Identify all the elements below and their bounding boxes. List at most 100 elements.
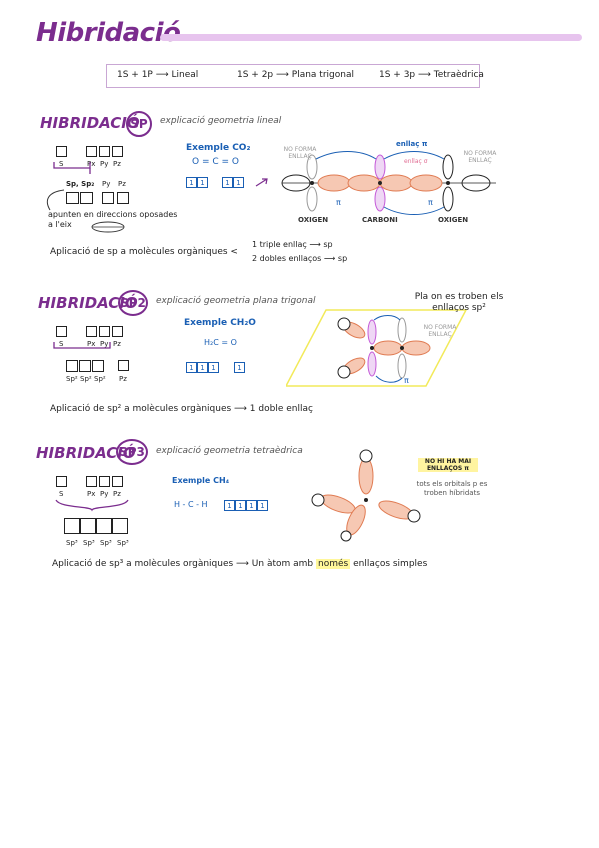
sp3-orbital-py-box xyxy=(99,476,110,487)
title-underline xyxy=(160,34,582,41)
sp2-hyb-box-pz xyxy=(118,360,129,371)
sp-hyb-box-py xyxy=(102,192,114,204)
sp-bracket xyxy=(53,162,91,174)
sp2-cell-a2: 1 xyxy=(197,362,208,373)
sp2-hyb-box-1 xyxy=(66,360,78,372)
sp-atom-oxigen-left: OXIGEN xyxy=(298,216,329,224)
sp3-orbital-pz-box xyxy=(112,476,123,487)
sp3-hyb-label-1: Sp³ xyxy=(66,539,78,547)
sp3-hyb-label-4: Sp³ xyxy=(117,539,129,547)
sp-application-line2: 2 dobles enllaços ⟶ sp xyxy=(252,254,348,263)
summary-item-trigonal: 1S + 2p ⟶ Plana trigonal xyxy=(237,70,354,80)
sp2-orbital-diagram xyxy=(286,309,468,387)
orbital-py-box xyxy=(99,146,110,157)
section-sp-title: HIBRIDACIÓ xyxy=(40,114,140,132)
sp3-cell-1: 1 xyxy=(224,500,235,511)
sp3-hyb-box-3 xyxy=(96,518,112,534)
sp2-orbital-s-box xyxy=(56,326,67,337)
sp-enllac-sigma: enllaç σ xyxy=(404,158,428,165)
sp3-cell-2: 1 xyxy=(235,500,246,511)
sp2-orbital-s-label: S xyxy=(59,340,64,348)
sp2-orbital-px-label: Px xyxy=(87,340,96,348)
sp3-hyb-box-1 xyxy=(64,518,80,534)
sp-example-formula: O = C = O xyxy=(192,157,239,167)
summary-item-tetraedrica: 1S + 3p ⟶ Tetraèdrica xyxy=(379,70,484,80)
sp2-hyb-label-2: Sp² xyxy=(80,375,92,383)
orbital-px-box xyxy=(86,146,97,157)
sp3-orbital-s-label: S xyxy=(59,490,64,498)
sp-application-line1: 1 triple enllaç ⟶ sp xyxy=(252,240,333,249)
sp3-bracket xyxy=(55,499,129,512)
sp3-hyb-label-2: Sp³ xyxy=(83,539,95,547)
sp3-example-title: Exemple CH₄ xyxy=(172,476,230,485)
sp-atom-carboni: CARBONI xyxy=(362,216,398,224)
sp2-orbital-pz-label: Pz xyxy=(113,340,121,348)
sp-hyb-box-pz xyxy=(117,192,129,204)
summary-item-lineal: 1S + 1P ⟶ Lineal xyxy=(117,70,199,80)
sp-hyb-box-1 xyxy=(66,192,79,204)
sp-pi-left: π xyxy=(336,198,341,207)
sp3-orbital-pz-label: Pz xyxy=(113,490,121,498)
sp2-pi: π xyxy=(404,376,409,385)
co2-orbital-diagram xyxy=(281,151,496,215)
sp-hyb-box-2 xyxy=(80,192,93,204)
orbital-s-box xyxy=(56,146,67,157)
sp2-cell-b1: 1 xyxy=(234,362,245,373)
sp3-orbital-py-label: Py xyxy=(100,490,109,498)
sp2-cell-a1: 1 xyxy=(186,362,197,373)
sp3-application-post: enllaços simples xyxy=(353,559,428,569)
sp3-orbital-s-box xyxy=(56,476,67,487)
sp3-hyb-label-3: Sp³ xyxy=(100,539,112,547)
sp-hyb-label: Sp, Sp₂ xyxy=(66,180,95,188)
sp2-bracket xyxy=(53,342,111,349)
section-sp3-subtitle: explicació geometria tetraèdrica xyxy=(156,446,303,456)
sp-cell-a2: 1 xyxy=(197,177,208,188)
sp3-orbital-px-label: Px xyxy=(87,490,96,498)
sp-no-forma-right: NO FORMA ENLLAÇ xyxy=(463,150,497,165)
sp3-orbital-px-box xyxy=(86,476,97,487)
sp-atom-oxigen-right: OXIGEN xyxy=(438,216,469,224)
sp-cell-a1: 1 xyxy=(186,177,197,188)
sp2-plane-note: Pla on es troben els enllaços sp² xyxy=(414,292,504,314)
sp2-hyb-label-pz: Pz xyxy=(119,375,127,383)
sp-cell-b1: 1 xyxy=(222,177,233,188)
sp2-hyb-label-1: Sp² xyxy=(66,375,78,383)
section-sp-badge: SP xyxy=(126,111,152,137)
sp3-cell-3: 1 xyxy=(246,500,257,511)
sp2-example-title: Exemple CH₂O xyxy=(184,318,256,328)
sp-note: apunten en direccions oposades a l'eix xyxy=(48,210,178,229)
sp-enllac-pi: enllaç π xyxy=(396,140,428,148)
section-sp3-title: HIBRIDACIÓ xyxy=(36,444,136,462)
sp2-example-formula: H₂C = O xyxy=(204,338,237,347)
sp3-hyb-box-2 xyxy=(80,518,96,534)
section-sp2-badge: SP2 xyxy=(118,290,148,316)
sp2-application-text: Aplicació de sp² a molècules orgàniques … xyxy=(50,404,313,414)
sp3-no-pi-note: tots els orbitals p es troben híbridats xyxy=(416,480,488,497)
sp-hyb-py: Py xyxy=(102,180,111,188)
section-sp2-title: HIBRIDACIÓ xyxy=(38,294,138,312)
sp2-orbital-py-label: Py xyxy=(100,340,109,348)
sp-application-text: Aplicació de sp a molècules orgàniques < xyxy=(50,247,238,257)
sp2-orbital-pz-box xyxy=(112,326,123,337)
sp2-no-forma: NO FORMA ENLLAÇ xyxy=(423,324,457,339)
sp-axis-sketch xyxy=(91,221,125,233)
sp3-hyb-box-4 xyxy=(112,518,128,534)
orbital-pz-box xyxy=(112,146,123,157)
sp3-orbital-diagram xyxy=(311,449,421,542)
sp2-hyb-label-3: Sp² xyxy=(94,375,106,383)
orbital-px-label: Px xyxy=(87,160,96,168)
sp-cell-b2: 1 xyxy=(233,177,244,188)
sp3-application-text: Aplicació de sp³ a molècules orgàniques … xyxy=(52,559,427,569)
sp2-orbital-py-box xyxy=(99,326,110,337)
section-sp-subtitle: explicació geometria lineal xyxy=(160,116,282,126)
summary-box: 1S + 1P ⟶ Lineal 1S + 2p ⟶ Plana trigona… xyxy=(106,64,484,88)
sp3-application-highlight: només xyxy=(316,559,351,569)
sp-hyb-pz: Pz xyxy=(118,180,126,188)
sp2-cell-a3: 1 xyxy=(208,362,219,373)
sp3-application-pre: Aplicació de sp³ a molècules orgàniques … xyxy=(52,559,314,569)
sp2-hyb-box-3 xyxy=(92,360,104,372)
sp-note-arrow xyxy=(46,189,65,211)
orbital-py-label: Py xyxy=(100,160,109,168)
sp3-example-formula: H - C - H xyxy=(174,500,208,509)
orbital-s-label: S xyxy=(59,160,64,168)
